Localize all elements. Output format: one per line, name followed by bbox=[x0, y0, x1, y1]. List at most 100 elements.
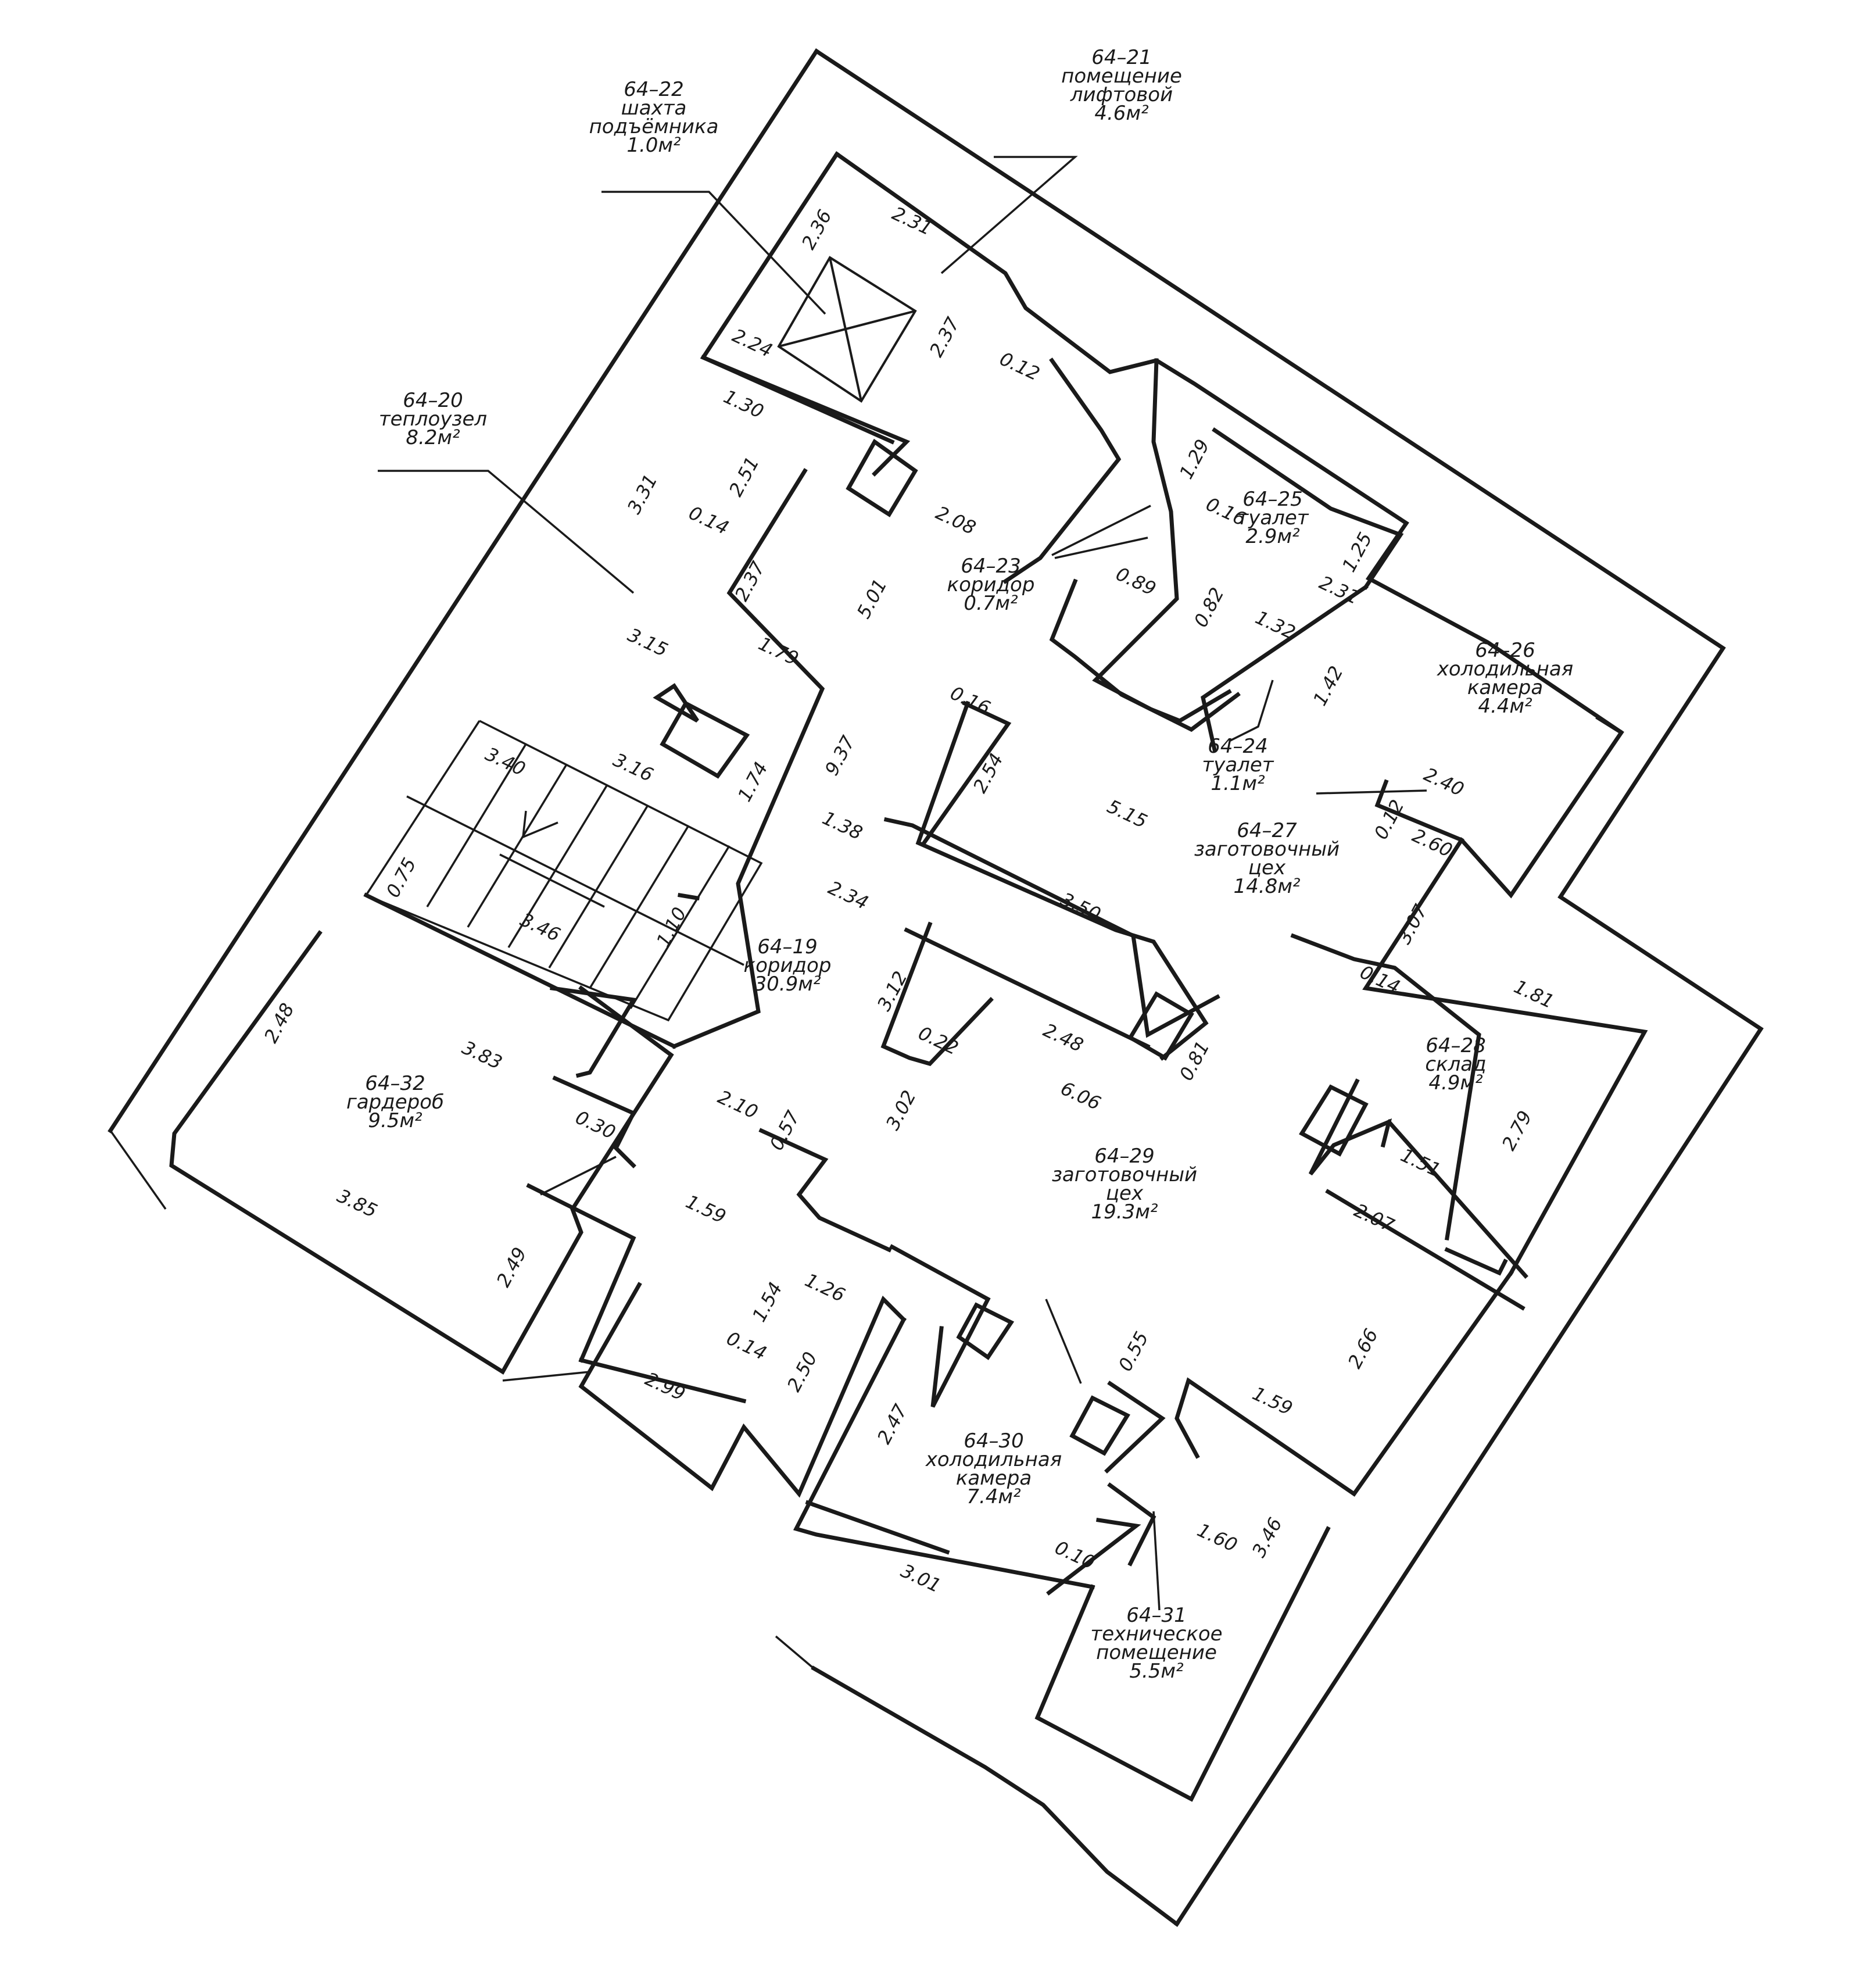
room-label-line: теплоузел bbox=[379, 407, 487, 431]
room-label-line: заготовочный bbox=[1194, 838, 1340, 861]
dimension-label: 2.66 bbox=[1344, 1325, 1383, 1372]
dimension-label: 1.54 bbox=[748, 1278, 787, 1325]
dimension-label: 2.08 bbox=[932, 502, 979, 539]
room-label-line: 2.9м² bbox=[1245, 525, 1300, 548]
room-label-line: камера bbox=[1467, 676, 1543, 699]
leader-lines bbox=[378, 156, 1427, 1611]
dimension-label: 2.51 bbox=[725, 453, 764, 500]
room-label-line: 0.7м² bbox=[964, 592, 1018, 615]
dimension-label: 1.51 bbox=[1397, 1144, 1444, 1182]
room-label-line: 8.2м² bbox=[406, 426, 460, 449]
room-label-line: заготовочный bbox=[1052, 1163, 1197, 1186]
partitions bbox=[526, 355, 1528, 1596]
dimension-label: 3.46 bbox=[517, 909, 564, 946]
dimension-label: 1.74 bbox=[733, 758, 772, 805]
room-label-line: 4.6м² bbox=[1094, 102, 1149, 125]
dimension-label: 3.07 bbox=[1393, 900, 1432, 947]
dimension-label: 3.85 bbox=[334, 1185, 381, 1222]
room-label-line: коридор bbox=[947, 573, 1035, 596]
room-label-line: 64–19 bbox=[757, 935, 818, 959]
room-label-line: помещение bbox=[1061, 65, 1182, 88]
staircase bbox=[364, 720, 763, 1022]
dimension-label: 3.31 bbox=[623, 470, 662, 517]
room-label-line: 4.9м² bbox=[1428, 1071, 1483, 1095]
room-label-line: туалет bbox=[1237, 506, 1309, 530]
room-label-line: 64–27 bbox=[1237, 819, 1297, 842]
room-label-line: 64–29 bbox=[1094, 1145, 1155, 1168]
dimension-label: 2.99 bbox=[642, 1368, 689, 1406]
dimension-label: 2.49 bbox=[492, 1243, 531, 1290]
dimension-label: 0.12 bbox=[996, 348, 1043, 385]
dimension-label: 3.02 bbox=[882, 1086, 921, 1134]
room-label-line: коридор bbox=[744, 954, 832, 977]
room-label-line: холодильная bbox=[925, 1448, 1062, 1471]
dimension-label: 1.26 bbox=[801, 1269, 848, 1307]
dimension-label: 1.79 bbox=[755, 632, 802, 670]
dimension-label: 0.82 bbox=[1190, 584, 1229, 631]
dimension-label: 3.16 bbox=[610, 749, 657, 786]
dimension-label: 3.40 bbox=[482, 743, 529, 781]
room-label-line: 64–22 bbox=[624, 78, 684, 101]
dimension-label: 3.01 bbox=[897, 1560, 944, 1597]
dimension-label: 9.37 bbox=[821, 732, 860, 779]
room-label-line: 64–23 bbox=[961, 555, 1021, 578]
room-label-line: 30.9м² bbox=[754, 972, 821, 996]
dimension-label: 2.40 bbox=[1420, 763, 1467, 801]
dimension-label: 1.38 bbox=[819, 807, 866, 845]
dimension-label: 0.14 bbox=[723, 1327, 770, 1365]
dimension-label: 2.50 bbox=[783, 1348, 822, 1395]
room-label-line: 64–30 bbox=[964, 1429, 1024, 1453]
room-label-line: помещение bbox=[1096, 1641, 1217, 1664]
room-label-line: лифтовой bbox=[1070, 83, 1173, 106]
dimension-label: 5.15 bbox=[1104, 795, 1151, 833]
dimension-label: 0.12 bbox=[1370, 796, 1409, 843]
dimension-label: 5.01 bbox=[853, 575, 891, 622]
room-label-line: 19.3м² bbox=[1091, 1200, 1158, 1224]
dimension-label: 1.59 bbox=[682, 1190, 729, 1228]
lift-shaft bbox=[777, 256, 917, 403]
room-label-line: цех bbox=[1248, 856, 1286, 879]
room-label-line: склад bbox=[1425, 1053, 1486, 1076]
dimension-label: 0.89 bbox=[1112, 563, 1159, 600]
dimension-label: 3.46 bbox=[1248, 1514, 1287, 1561]
room-label-line: 5.5м² bbox=[1129, 1660, 1184, 1683]
dimension-label: 3.50 bbox=[1057, 888, 1104, 926]
room-label-line: 64–20 bbox=[403, 389, 463, 412]
dimension-label: 1.81 bbox=[1510, 975, 1557, 1013]
dimension-label: 1.29 bbox=[1175, 435, 1214, 482]
dimension-label: 1.10 bbox=[652, 903, 691, 950]
room-label-line: 64–32 bbox=[365, 1072, 425, 1095]
room-label-line: 64–21 bbox=[1091, 46, 1152, 69]
dimension-label: 2.37 bbox=[925, 313, 964, 360]
dimension-label: 0.14 bbox=[685, 502, 732, 539]
columns bbox=[653, 438, 1369, 1456]
dimension-label: 1.30 bbox=[720, 385, 767, 423]
dimension-label: 3.15 bbox=[624, 624, 671, 662]
room-label-line: туалет bbox=[1202, 753, 1274, 777]
dimension-label: 2.36 bbox=[797, 206, 836, 253]
room-label-line: 1.1м² bbox=[1211, 772, 1265, 795]
dimension-label: 1.59 bbox=[1249, 1382, 1296, 1420]
dimension-label: 1.25 bbox=[1338, 528, 1377, 575]
dimension-label: 0.10 bbox=[1051, 1536, 1098, 1574]
room-label-line: холодильная bbox=[1437, 657, 1573, 681]
room-label-line: 64–31 bbox=[1126, 1604, 1187, 1627]
room-label-line: 1.0м² bbox=[626, 134, 681, 157]
room-label-line: 64–26 bbox=[1475, 639, 1535, 662]
room-label-line: 9.5м² bbox=[368, 1109, 422, 1132]
room-label-line: 14.8м² bbox=[1234, 875, 1301, 898]
room-label-line: 64–25 bbox=[1242, 488, 1303, 511]
dimension-label: 3.83 bbox=[459, 1036, 506, 1074]
